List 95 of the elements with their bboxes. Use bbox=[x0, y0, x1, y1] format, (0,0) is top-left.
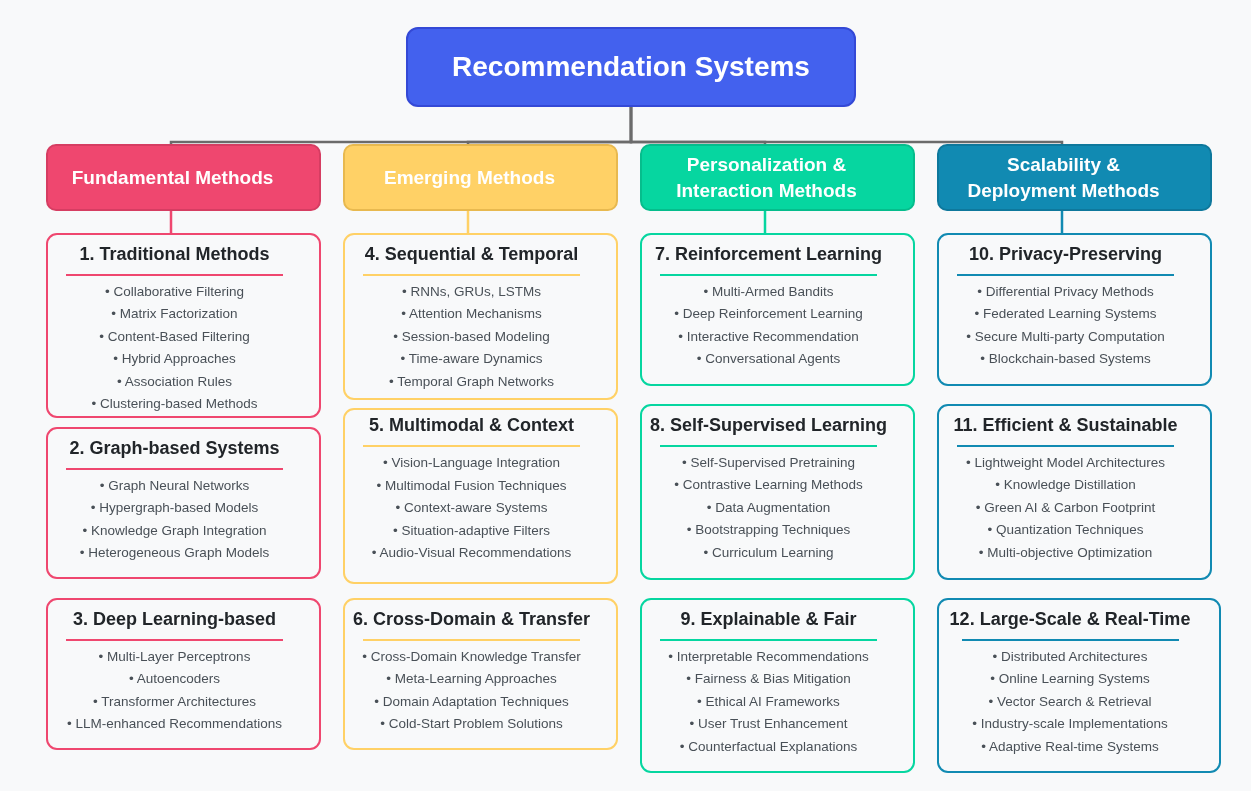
bullet-item: • Cold-Start Problem Solutions bbox=[380, 715, 563, 733]
bullet-item: • Knowledge Graph Integration bbox=[82, 521, 267, 540]
bullet-item: • Audio-Visual Recommendations bbox=[371, 544, 572, 562]
bullet-item: • Ethical AI Frameworks bbox=[697, 692, 840, 711]
bullet-item: • Lightweight Model Architectures bbox=[965, 453, 1166, 472]
bullet-item: • Collaborative Filtering bbox=[104, 282, 244, 301]
bullet-item: • Vector Search & Retrieval bbox=[988, 692, 1152, 711]
bullet-item: • Industry-scale Implementations bbox=[972, 715, 1168, 733]
bullet-item: • Heterogeneous Graph Models bbox=[79, 544, 270, 562]
root-title: Recommendation Systems bbox=[452, 50, 810, 84]
card-title: 10. Privacy-Preserving bbox=[968, 242, 1163, 266]
bullet-item: • Domain Adaptation Techniques bbox=[374, 692, 569, 711]
bullet-item: • Association Rules bbox=[116, 372, 232, 391]
bullet-item: • Bootstrapping Techniques bbox=[686, 521, 851, 539]
category-header bbox=[46, 144, 321, 211]
bullet-item: • Green AI & Carbon Footprint bbox=[975, 498, 1156, 517]
bullet-item: • LLM-enhanced Recommendations bbox=[67, 715, 282, 733]
bullet-item: • Session-based Modeling bbox=[393, 327, 550, 346]
method-card bbox=[640, 404, 915, 580]
card-title: 5. Multimodal & Context bbox=[369, 414, 574, 437]
title-box bbox=[406, 27, 856, 107]
method-card bbox=[937, 404, 1212, 580]
bullet-item: • Interactive Recommendation bbox=[678, 327, 859, 346]
bullet-item: • Time-aware Dynamics bbox=[400, 350, 543, 368]
connector-line bbox=[763, 211, 767, 233]
connector-line bbox=[466, 211, 470, 233]
category-header bbox=[640, 144, 915, 211]
card-title: 7. Reinforcement Learning bbox=[654, 242, 883, 266]
bullet-item: • Matrix Factorization bbox=[111, 305, 238, 323]
method-card bbox=[640, 598, 915, 773]
bullet-item: • Hypergraph-based Models bbox=[90, 499, 259, 517]
bullet-item: • User Trust Enhancement bbox=[689, 715, 848, 733]
bullet-item: • Online Learning Systems bbox=[990, 670, 1150, 688]
category-title: Scalability & Deployment Methods bbox=[966, 152, 1161, 203]
category-header bbox=[343, 144, 618, 211]
bullet-item: • Self-Supervised Pretraining bbox=[682, 453, 855, 472]
connector-line bbox=[169, 211, 173, 233]
bullet-item: • RNNs, GRUs, LSTMs bbox=[402, 282, 541, 301]
card-title: 9. Explainable & Fair bbox=[680, 607, 857, 631]
category-title: Emerging Methods bbox=[384, 165, 555, 190]
bullet-item: • Autoencoders bbox=[128, 670, 220, 688]
method-card bbox=[937, 598, 1221, 773]
card-title: 3. Deep Learning-based bbox=[72, 607, 277, 631]
bullet-item: • Situation-adaptive Filters bbox=[392, 521, 551, 540]
bullet-item: • Counterfactual Explanations bbox=[679, 737, 858, 756]
bullet-item: • Adaptive Real-time Systems bbox=[981, 737, 1159, 756]
bullet-item: • Data Augmentation bbox=[706, 498, 831, 517]
bullet-item: • Content-Based Filtering bbox=[99, 327, 250, 346]
bullet-item: • Hybrid Approaches bbox=[113, 350, 236, 368]
connector-line bbox=[629, 107, 1064, 146]
bullet-item: • Multi-Armed Bandits bbox=[703, 282, 834, 301]
card-title: 2. Graph-based Systems bbox=[69, 436, 280, 460]
bullet-item: • Secure Multi-party Computation bbox=[966, 327, 1165, 346]
category-header bbox=[937, 144, 1212, 211]
method-card bbox=[46, 233, 321, 418]
bullet-item: • Meta-Learning Approaches bbox=[386, 670, 557, 688]
bullet-item: • Quantization Techniques bbox=[987, 521, 1144, 539]
card-title: 4. Sequential & Temporal bbox=[364, 242, 579, 266]
connector-line bbox=[1060, 211, 1064, 233]
method-card bbox=[640, 233, 915, 386]
card-title: 8. Self-Supervised Learning bbox=[649, 413, 888, 437]
method-card bbox=[343, 598, 618, 750]
bullet-item: • Knowledge Distillation bbox=[995, 476, 1136, 494]
card-title: 1. Traditional Methods bbox=[79, 242, 270, 266]
bullet-item: • Contrastive Learning Methods bbox=[674, 476, 863, 494]
bullet-item: • Vision-Language Integration bbox=[382, 454, 561, 472]
bullet-item: • Context-aware Systems bbox=[395, 499, 548, 517]
bullet-item: • Distributed Architectures bbox=[992, 647, 1148, 666]
bullet-item: • Federated Learning Systems bbox=[974, 305, 1157, 323]
bullet-item: • Clustering-based Methods bbox=[91, 395, 258, 413]
bullet-item: • Temporal Graph Networks bbox=[388, 372, 554, 391]
category-title: Personalization & Interaction Methods bbox=[675, 152, 858, 203]
bullet-item: • Transformer Architectures bbox=[93, 692, 256, 711]
method-card bbox=[343, 408, 618, 584]
card-title: 6. Cross-Domain & Transfer bbox=[352, 607, 591, 631]
bullet-item: • Attention Mechanisms bbox=[401, 305, 542, 323]
method-card bbox=[937, 233, 1212, 386]
bullet-item: • Conversational Agents bbox=[696, 350, 841, 368]
bullet-item: • Graph Neural Networks bbox=[99, 476, 250, 495]
method-card bbox=[343, 233, 618, 400]
bullet-item: • Multi-objective Optimization bbox=[978, 543, 1153, 562]
bullet-item: • Cross-Domain Knowledge Transfer bbox=[362, 647, 581, 666]
bullet-item: • Differential Privacy Methods bbox=[977, 282, 1154, 301]
bullet-item: • Multi-Layer Perceptrons bbox=[98, 647, 251, 666]
bullet-item: • Multimodal Fusion Techniques bbox=[376, 476, 567, 495]
bullet-item: • Curriculum Learning bbox=[703, 543, 834, 562]
card-title: 12. Large-Scale & Real-Time bbox=[949, 607, 1191, 631]
card-title: 11. Efficient & Sustainable bbox=[953, 413, 1178, 437]
method-card bbox=[46, 598, 321, 750]
bullet-item: • Fairness & Bias Mitigation bbox=[686, 670, 851, 688]
method-card bbox=[46, 427, 321, 579]
category-title: Fundamental Methods bbox=[71, 165, 274, 190]
bullet-item: • Blockchain-based Systems bbox=[980, 350, 1151, 368]
bullet-item: • Deep Reinforcement Learning bbox=[674, 305, 863, 323]
bullet-item: • Interpretable Recommendations bbox=[668, 647, 869, 666]
